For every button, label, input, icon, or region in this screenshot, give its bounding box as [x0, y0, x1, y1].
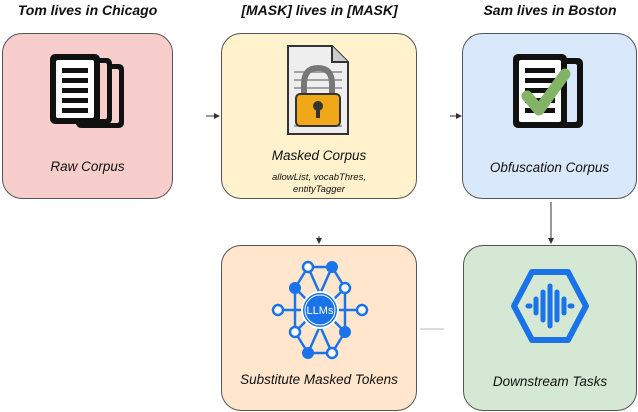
- hexagon-waveform-icon: [511, 269, 589, 343]
- downstream-box: Downstream Tasks: [463, 245, 637, 411]
- padlock-document-icon: [287, 45, 349, 135]
- raw-corpus-box: Raw Corpus: [2, 33, 173, 199]
- substitute-box: LLMs Substitute Masked Tokens: [221, 245, 417, 411]
- heading-obfuscated-example: Sam lives in Boston: [483, 2, 617, 18]
- masked-corpus-label: Masked Corpus: [271, 148, 367, 163]
- heading-masked-example: [MASK] lives in [MASK]: [241, 2, 398, 18]
- checked-document-icon: [513, 54, 583, 128]
- masking-params-line-2: entityTagger: [293, 184, 345, 195]
- obfuscation-corpus-label: Obfuscation Corpus: [489, 160, 610, 175]
- heading-raw-example: Tom lives in Chicago: [17, 2, 158, 18]
- masking-params-line-1: allowList, vocabThres,: [272, 172, 366, 183]
- raw-corpus-label: Raw Corpus: [50, 159, 125, 174]
- obfuscation-corpus-box: Obfuscation Corpus: [462, 33, 637, 199]
- masked-corpus-box: Masked Corpus allowList, vocabThres, ent…: [221, 33, 417, 199]
- llm-network-icon: LLMs: [271, 260, 369, 360]
- downstream-label: Downstream Tasks: [492, 374, 608, 389]
- substitute-label: Substitute Masked Tokens: [240, 372, 398, 387]
- document-stack-icon: [50, 54, 124, 128]
- llms-badge-text: LLMs: [307, 305, 334, 317]
